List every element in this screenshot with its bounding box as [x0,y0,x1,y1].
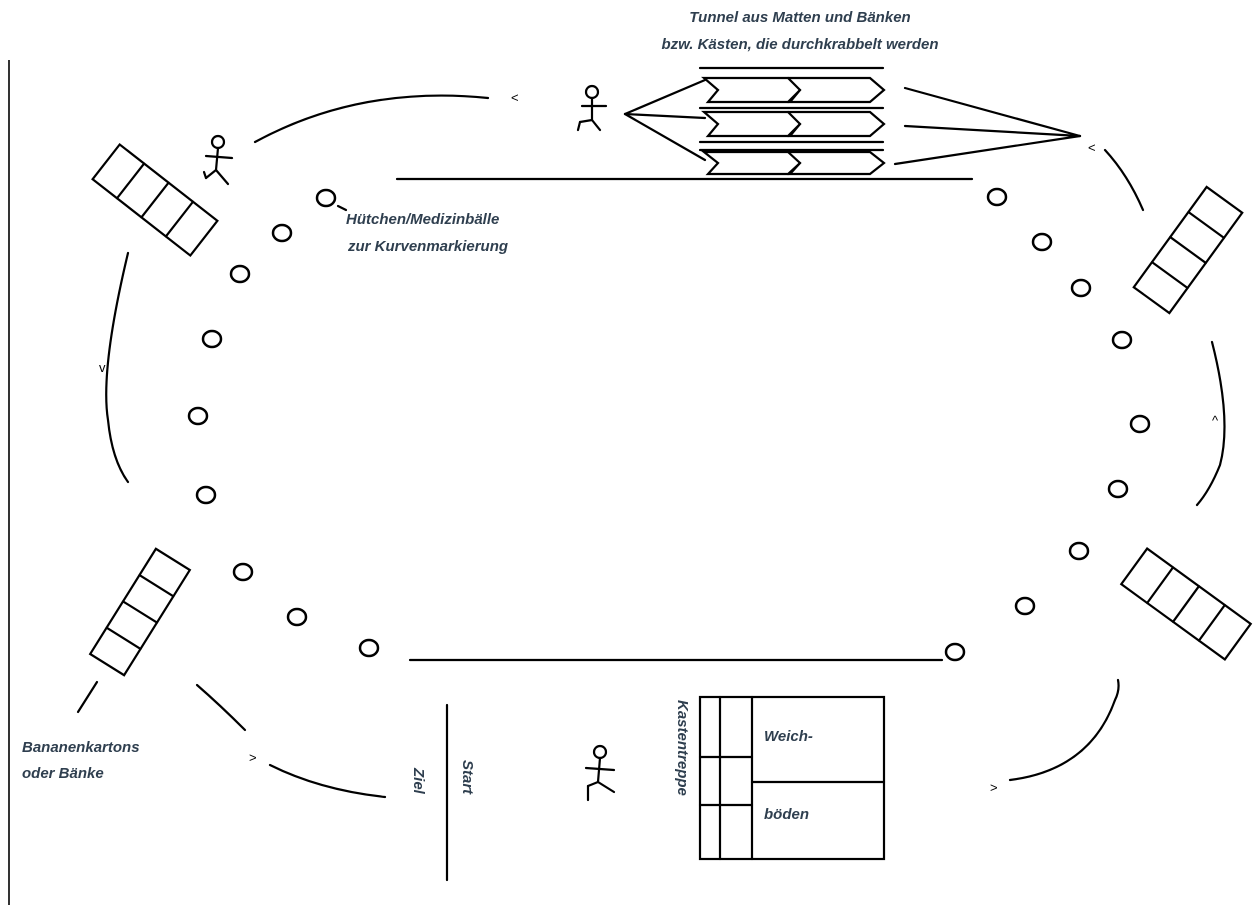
path-bottom-left-1 [195,683,247,732]
cone-marker [986,187,1008,207]
direction-arrow-bottom-left: > [249,750,257,765]
stick-figure-top-left [202,134,234,186]
boxes-label-line1: Bananenkartons [22,739,140,756]
path-top [253,94,490,144]
cones-label-line1: Hütchen/Medizinbälle [346,211,499,228]
cone-marker [1014,596,1036,616]
mats-label-line1: Weich- [764,728,813,745]
tunnel-obstacle [623,66,1082,176]
cone-marker [229,264,251,284]
direction-arrow-top: < [511,90,519,105]
path-bottom-right [1008,678,1120,782]
cone-marker [187,406,209,426]
cone-marker [944,642,966,662]
cone-marker [315,188,337,208]
box-stairs-and-mats [698,695,886,861]
stairs-label: Kastentreppe [674,700,691,796]
path-lower-left-tick [76,680,99,714]
cone-marker [1031,232,1053,252]
direction-arrow-left: v [99,360,106,375]
cone-marker [201,329,223,349]
path-bottom-left-2 [268,763,387,799]
path-top-right [1103,148,1145,212]
cone-marker [271,223,293,243]
finish-label: Ziel [410,767,427,795]
cone-marker [286,607,308,627]
cone-marker [1070,278,1092,298]
mats-label-line2: böden [764,806,809,823]
ladder-bottom-right [1119,547,1253,661]
cone-marker [358,638,380,658]
ladder-bottom-left [88,547,192,677]
cone-marker [195,485,217,505]
cone-label-pointer [336,204,348,212]
path-right [1195,340,1226,507]
cone-marker [1107,479,1129,499]
cone-marker [1068,541,1090,561]
cone-marker [1111,330,1133,350]
direction-arrow-bottom-right: > [990,780,998,795]
cone-marker [1129,414,1151,434]
path-left [105,251,130,484]
stick-figure-bottom [584,744,616,802]
boxes-label-line2: oder Bänke [22,765,104,782]
direction-arrow-right: ^ [1212,413,1219,428]
direction-arrow-top-right: < [1088,140,1096,155]
cone-markers [187,187,1151,662]
tunnel-label-line1: Tunnel aus Matten und Bänken [689,9,910,26]
ladder-top-left [91,142,219,258]
cone-marker [232,562,254,582]
ladder-top-right [1132,185,1244,315]
cones-label-line2: zur Kurvenmarkierung [347,238,508,255]
tunnel-label-line2: bzw. Kästen, die durchkrabbelt werden [661,36,938,53]
stick-figure-top [576,84,608,132]
start-label: Start [459,760,476,795]
